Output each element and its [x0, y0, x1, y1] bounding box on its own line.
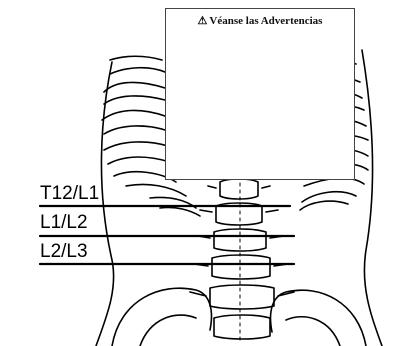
level-label-l2-l3: L2/L3 — [40, 242, 88, 261]
warning-box: ⚠Véanse las Advertencias — [165, 8, 355, 180]
pelvis — [112, 288, 366, 346]
lumbar-vertebrae — [190, 176, 294, 340]
level-label-l1-l2: L1/L2 — [40, 213, 88, 232]
warning-triangle-icon: ⚠ — [198, 15, 208, 27]
warning-text: Véanse las Advertencias — [209, 15, 322, 27]
warning-title: ⚠Véanse las Advertencias — [166, 14, 354, 27]
level-label-t12-l1: T12/L1 — [40, 184, 99, 203]
